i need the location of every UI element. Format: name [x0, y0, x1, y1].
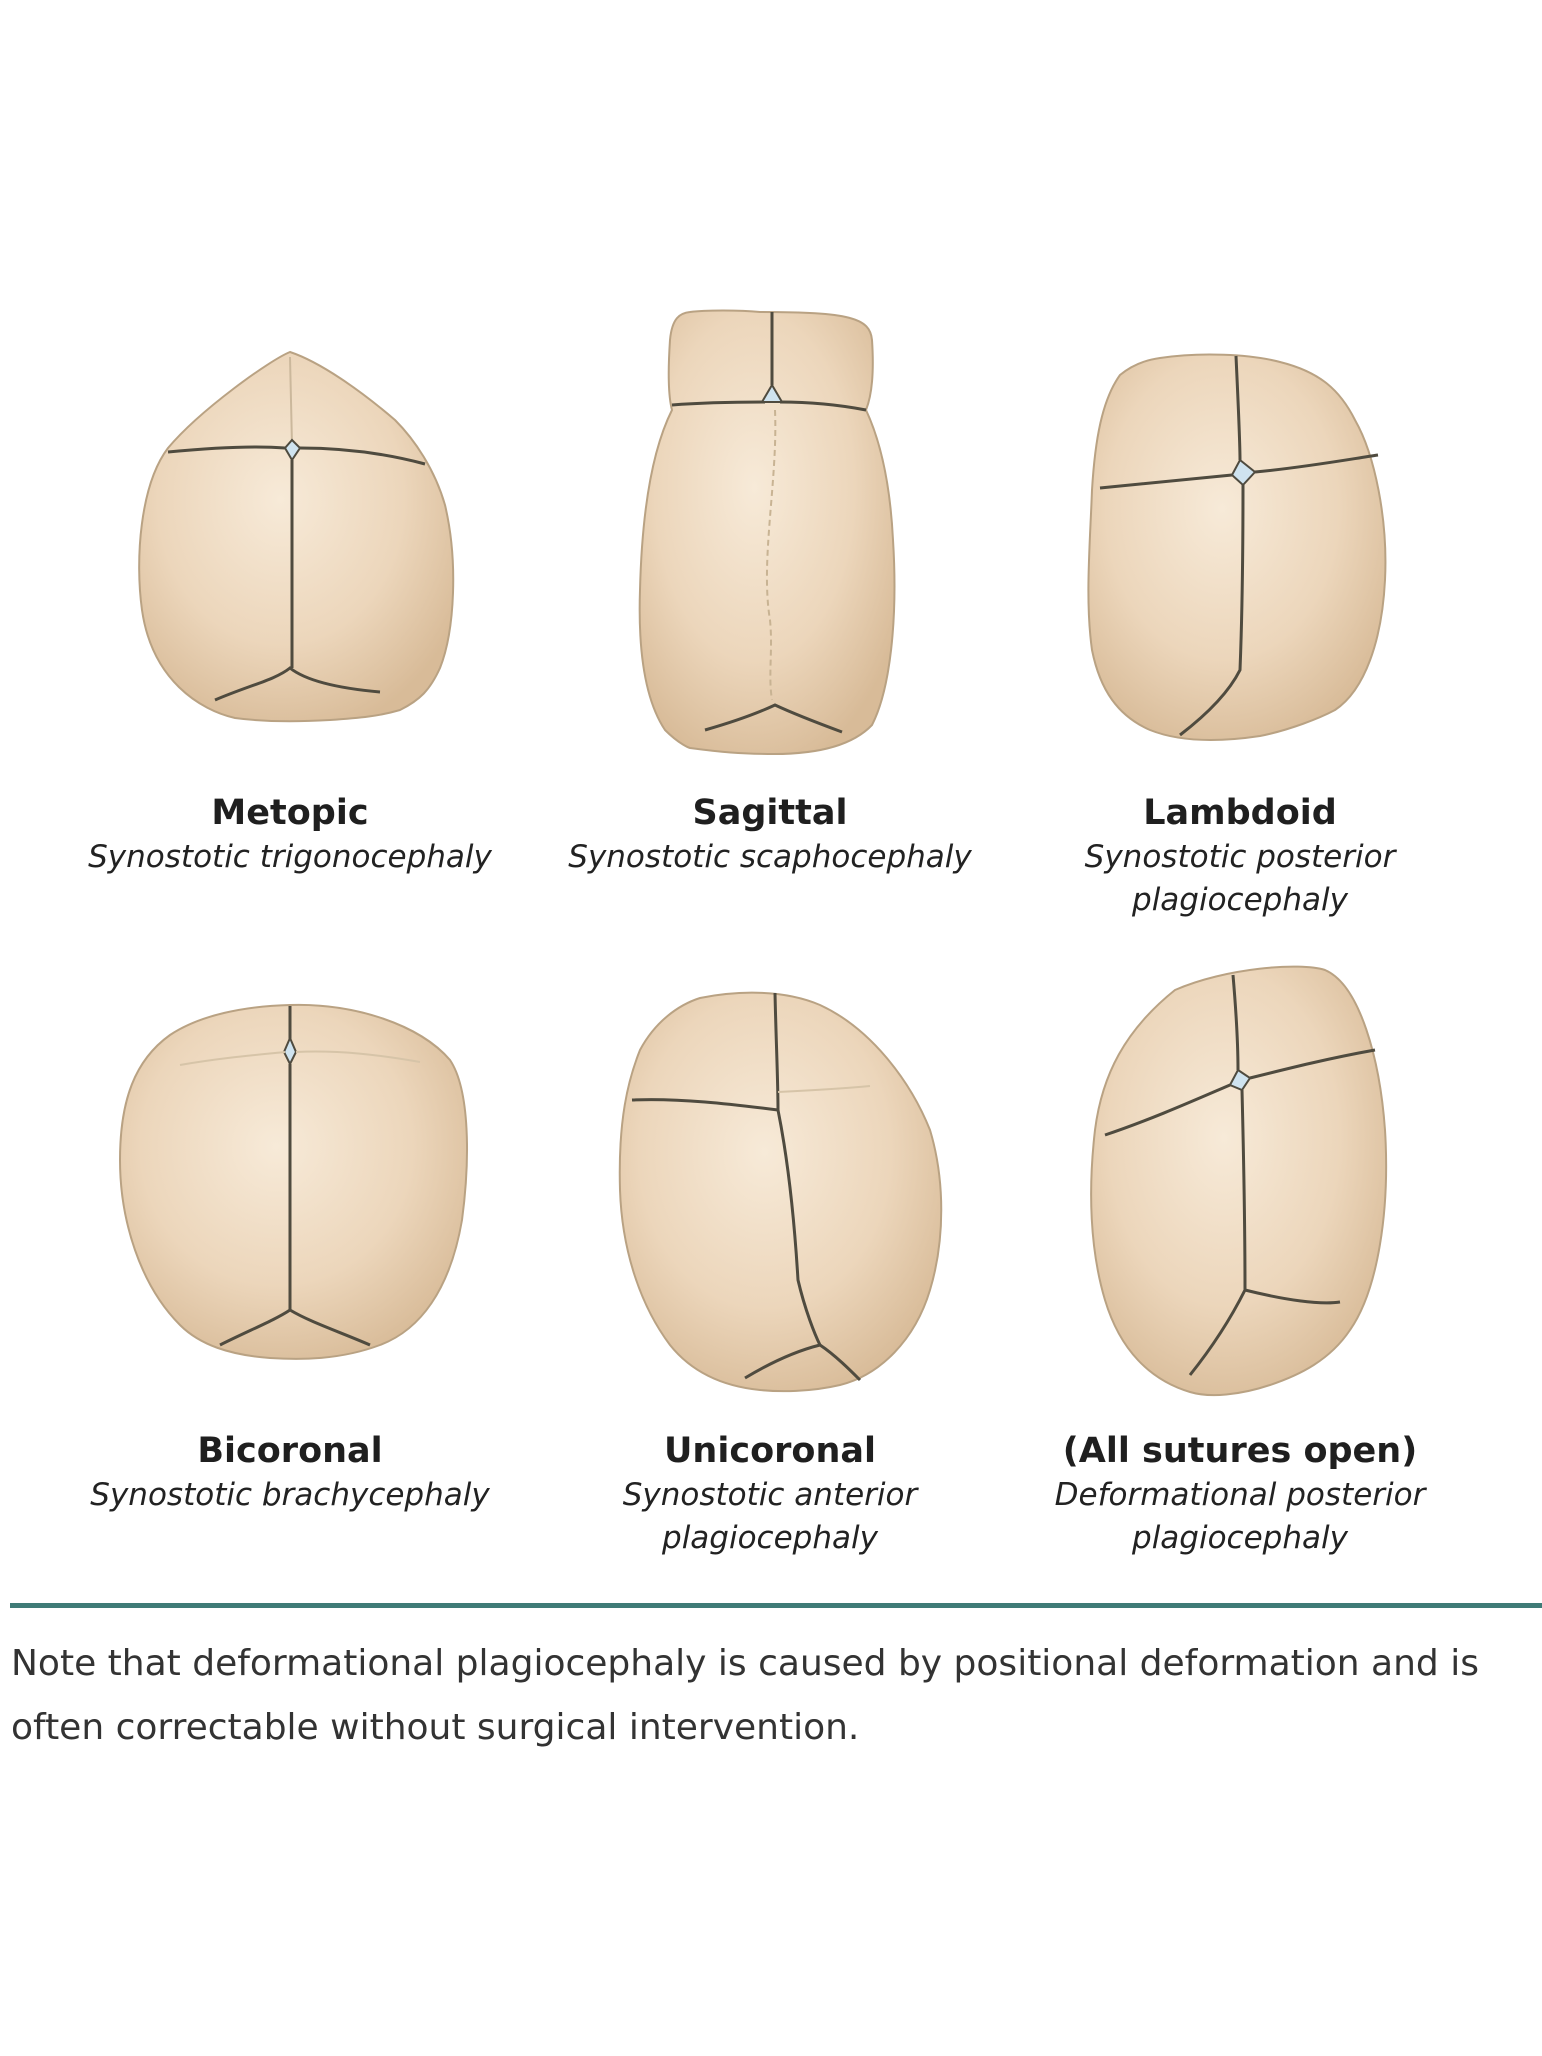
caption-description: Synostotic anterior plagiocephaly [622, 1477, 918, 1556]
skull-outline-bicoronal [118, 1003, 468, 1360]
suture-metopic-unicoronal [773, 992, 780, 1111]
suture-coronal-lambdoid [1099, 453, 1379, 490]
caption-description: Synostotic brachycephaly [90, 1477, 490, 1513]
skull-deformational [1090, 965, 1388, 1397]
skull-bicoronal [118, 1003, 468, 1360]
suture-coronal-deformational [1104, 1048, 1376, 1137]
suture-coronal-fused-unicoronal [777, 1085, 871, 1093]
caption-description: Synostotic posterior plagiocephaly [1084, 839, 1396, 918]
skull-outline-sagittal [638, 309, 896, 756]
skull-outline-unicoronal [618, 991, 943, 1393]
suture-lambdoid-metopic [214, 666, 381, 702]
caption-title: Sagittal [692, 793, 848, 833]
caption-title: (All sutures open) [1062, 1431, 1418, 1471]
skull-outline-metopic [138, 350, 455, 723]
suture-metopic-deformational [1231, 974, 1240, 1071]
caption-title: Metopic [211, 793, 369, 833]
caption-title: Unicoronal [664, 1431, 876, 1471]
footnote: Note that deformational plagiocephaly is… [11, 1643, 1479, 1748]
suture-metopic-lambdoid [1234, 355, 1242, 461]
suture-coronal-fused-bicoronal [179, 1050, 421, 1066]
skull-outline-lambdoid [1087, 353, 1387, 741]
caption-sagittal: Sagittal Synostotic scaphocephaly [520, 790, 1020, 879]
fontanelle-anterior-lambdoid [1230, 458, 1257, 487]
suture-sagittal-unicoronal [776, 1109, 822, 1346]
caption-deformational: (All sutures open) Deformational posteri… [1000, 1428, 1480, 1560]
caption-description: Synostotic scaphocephaly [568, 839, 972, 875]
caption-title: Bicoronal [197, 1431, 383, 1471]
caption-description: Synostotic trigonocephaly [88, 839, 492, 875]
skull-lambdoid [1087, 353, 1387, 741]
fontanelle-anterior-deformational [1228, 1068, 1252, 1092]
caption-lambdoid: Lambdoid Synostotic posterior plagioceph… [1000, 790, 1480, 922]
caption-description: Deformational posterior plagiocephaly [1054, 1477, 1426, 1556]
suture-lambdoid-bicoronal [219, 1308, 371, 1347]
skull-unicoronal [618, 991, 943, 1393]
suture-sagittal-fused [765, 409, 777, 701]
skull-outline-deformational [1090, 965, 1388, 1397]
suture-sagittal-deformational [1188, 1089, 1247, 1376]
skull-sagittal [638, 309, 896, 756]
suture-lambdoid-sagittal [704, 703, 843, 734]
caption-metopic: Metopic Synostotic trigonocephaly [40, 790, 540, 879]
suture-coronal-sagittal [671, 400, 867, 412]
fontanelle-anterior-metopic [283, 438, 302, 462]
caption-unicoronal: Unicoronal Synostotic anterior plagiocep… [520, 1428, 1020, 1560]
suture-lambdoid-unicoronal [744, 1343, 862, 1382]
suture-metopic-midline [289, 356, 293, 446]
suture-coronal-metopic [167, 445, 426, 466]
skull-metopic [138, 350, 455, 723]
suture-lambdoid-deformational [1244, 1288, 1341, 1305]
fontanelle-anterior-sagittal [760, 383, 784, 403]
section-divider [10, 1603, 1542, 1608]
suture-coronal-open-unicoronal [631, 1098, 779, 1112]
caption-bicoronal: Bicoronal Synostotic brachycephaly [40, 1428, 540, 1517]
suture-sagittal-lambdoid [1179, 484, 1245, 737]
caption-title: Lambdoid [1143, 793, 1337, 833]
